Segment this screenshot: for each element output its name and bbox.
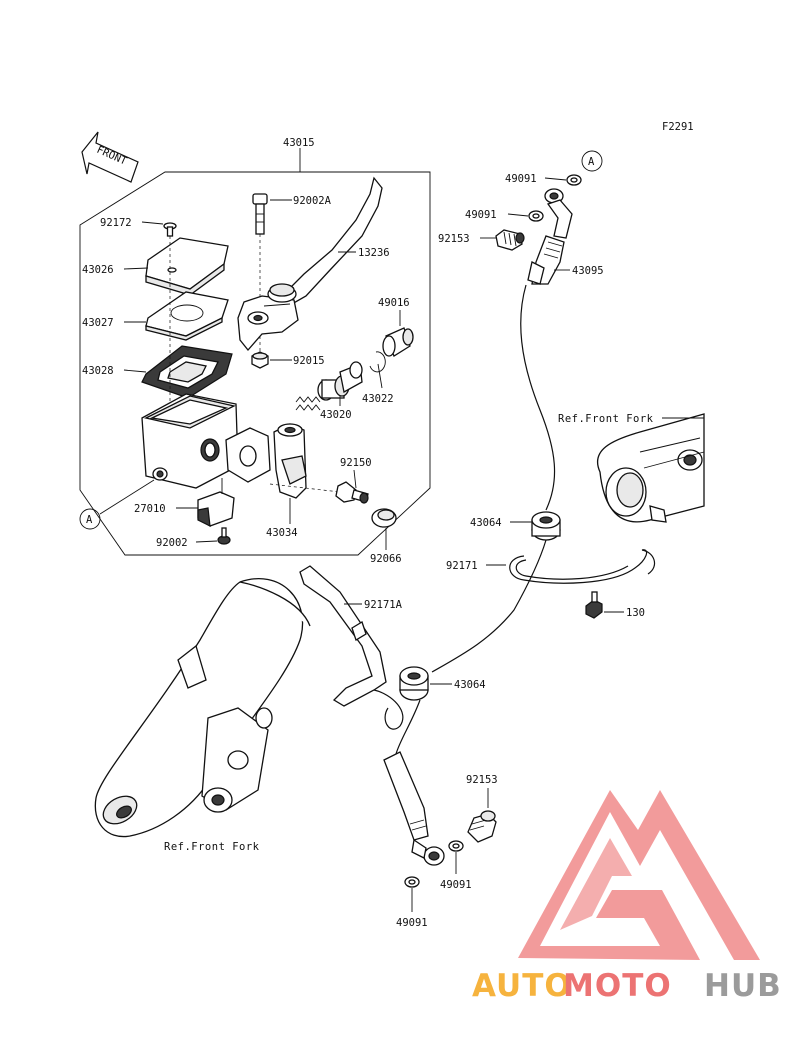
- callout-49016: 49016: [378, 297, 410, 309]
- callout-92066: 92066: [370, 553, 402, 565]
- reservoir-screw-92172: [163, 222, 177, 237]
- banjo-bolt-92153-lower: [467, 810, 497, 843]
- callout-43064-a: 43064: [470, 517, 502, 529]
- washer-49091-lower-d: [404, 876, 420, 888]
- callout-49091-a: 49091: [505, 173, 537, 185]
- callout-92153-a: 92153: [438, 233, 470, 245]
- front-fork-left: [94, 578, 311, 838]
- ref-mark-a-right: [581, 150, 603, 172]
- grommet-43064-lower: [399, 666, 429, 701]
- hose-banjo-upper: [544, 188, 573, 239]
- hose-clamp-92171: [509, 549, 656, 584]
- reservoir-plate-43027: [145, 291, 229, 341]
- callout-49091-d: 49091: [396, 917, 428, 929]
- bolt-130: [585, 591, 603, 619]
- callout-43095: 43095: [572, 265, 604, 277]
- callout-92172: 92172: [100, 217, 132, 229]
- banjo-bolt-92153-upper: [495, 229, 525, 251]
- watermark-moto: MOTO: [563, 968, 672, 1004]
- callout-92015: 92015: [293, 355, 325, 367]
- brake-hose-43095: [431, 235, 565, 673]
- ref-mark-a-left-label: A: [86, 514, 93, 526]
- holder-clamp-43034: [273, 423, 307, 499]
- brake-hose-lower: [383, 699, 445, 866]
- callout-43034: 43034: [266, 527, 298, 539]
- callout-49091-c: 49091: [440, 879, 472, 891]
- callout-43020: 43020: [320, 409, 352, 421]
- ref-front-fork-right: Ref.Front Fork: [558, 413, 654, 425]
- front-arrow-icon: FRONT: [81, 131, 139, 183]
- callout-43064-b: 43064: [454, 679, 486, 691]
- callout-43026: 43026: [82, 264, 114, 276]
- watermark-logo-icon: [518, 790, 760, 960]
- watermark-hub: HUB: [704, 968, 782, 1004]
- callout-92002A: 92002A: [293, 195, 332, 207]
- callout-43022: 43022: [362, 393, 394, 405]
- washer-49091-upper-b: [528, 210, 544, 222]
- callout-92171A: 92171A: [364, 599, 403, 611]
- pivot-bolt-92002A: [252, 193, 268, 235]
- callout-43027: 43027: [82, 317, 114, 329]
- assembly-43015-outline: [79, 171, 431, 556]
- callout-92171: 92171: [446, 560, 478, 572]
- figure-code: F2291: [662, 121, 694, 133]
- callout-43028: 43028: [82, 365, 114, 377]
- reservoir-cap-43026: [145, 237, 229, 296]
- circlip-43022: [369, 351, 386, 373]
- callout-130: 130: [626, 607, 645, 619]
- boot-49016: [382, 327, 414, 357]
- watermark-text: AUTO MOTO HUB: [472, 968, 782, 1004]
- washer-49091-upper-a: [566, 174, 582, 186]
- callout-92153-b: 92153: [466, 774, 498, 786]
- ref-front-fork-left: Ref.Front Fork: [164, 841, 260, 853]
- bracket-92171A: [299, 565, 404, 730]
- brake-lever-13236: [237, 176, 383, 352]
- diaphragm-43028: [141, 345, 233, 399]
- brake-switch-27010: [197, 478, 235, 528]
- switch-screw-92002: [217, 527, 231, 545]
- front-fork-right: [597, 413, 705, 523]
- master-cylinder-body: [141, 393, 271, 489]
- callout-27010: 27010: [134, 503, 166, 515]
- watermark-auto: AUTO: [472, 968, 572, 1004]
- callout-92002: 92002: [156, 537, 188, 549]
- pivot-nut-92015: [251, 351, 269, 369]
- ref-mark-a-right-label: A: [588, 156, 595, 168]
- callout-13236: 13236: [358, 247, 390, 259]
- clamp-bolt-92150: [335, 481, 369, 504]
- washer-49091-lower-c: [448, 840, 464, 852]
- ref-mark-a-left: [79, 508, 101, 530]
- cap-92066: [371, 508, 397, 528]
- callout-43015: 43015: [283, 137, 315, 149]
- grommet-43064-upper: [531, 511, 561, 541]
- callout-49091-b: 49091: [465, 209, 497, 221]
- callout-92150: 92150: [340, 457, 372, 469]
- piston-kit-43020: [295, 361, 363, 411]
